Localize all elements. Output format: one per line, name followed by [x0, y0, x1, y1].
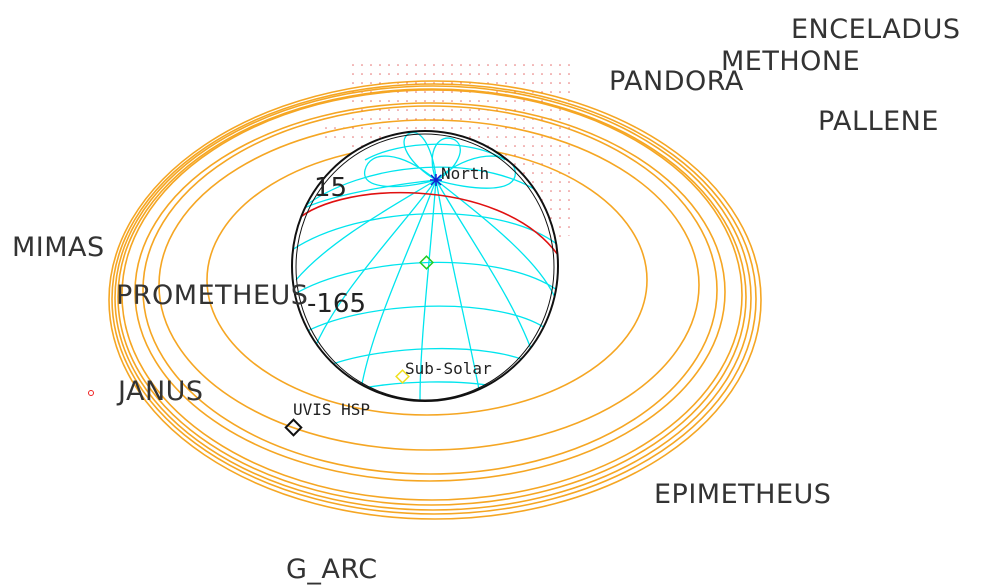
moon-label-pandora: PANDORA [609, 66, 744, 97]
moon-label-methone: METHONE [721, 46, 860, 77]
ring-ellipse [158, 119, 700, 451]
ring-ellipse [114, 85, 752, 511]
moon-label-epimetheus: EPIMETHEUS [654, 479, 831, 510]
moon-label-prometheus: PROMETHEUS [116, 280, 308, 311]
janus-marker [88, 390, 94, 396]
ring-ellipse [111, 83, 757, 515]
ring-ellipse [121, 89, 743, 501]
terminator-line [292, 191, 558, 256]
subsolar-label: Sub-Solar [405, 359, 492, 378]
planet-limb-inner [295, 133, 555, 401]
moon-label-g-arc: G_ARC [286, 554, 378, 585]
ring-shadow-dots [325, 60, 575, 240]
moon-label-mimas: MIMAS [12, 232, 105, 263]
planet-limb [291, 130, 559, 402]
ring-ellipse [134, 102, 726, 482]
ring-ellipse [108, 80, 762, 520]
center-marker [419, 255, 434, 270]
moon-label-pallene: PALLENE [818, 106, 939, 137]
subsolar-marker [395, 369, 410, 384]
longitude-label-neg165: -165 [307, 289, 366, 319]
longitude-label-15: 15 [314, 173, 347, 203]
ring-ellipse [142, 105, 718, 475]
moon-label-enceladus: ENCELADUS [791, 14, 961, 45]
uvis-hsp-marker [284, 418, 303, 437]
saturn-rings [108, 80, 762, 520]
uvis-hsp-label: UVIS HSP [293, 400, 370, 419]
north-pole-marker [430, 174, 442, 186]
planet-disk [292, 131, 558, 401]
ring-ellipse [117, 88, 747, 506]
moon-label-janus: JANUS [116, 376, 204, 407]
north-label: North [441, 164, 489, 183]
